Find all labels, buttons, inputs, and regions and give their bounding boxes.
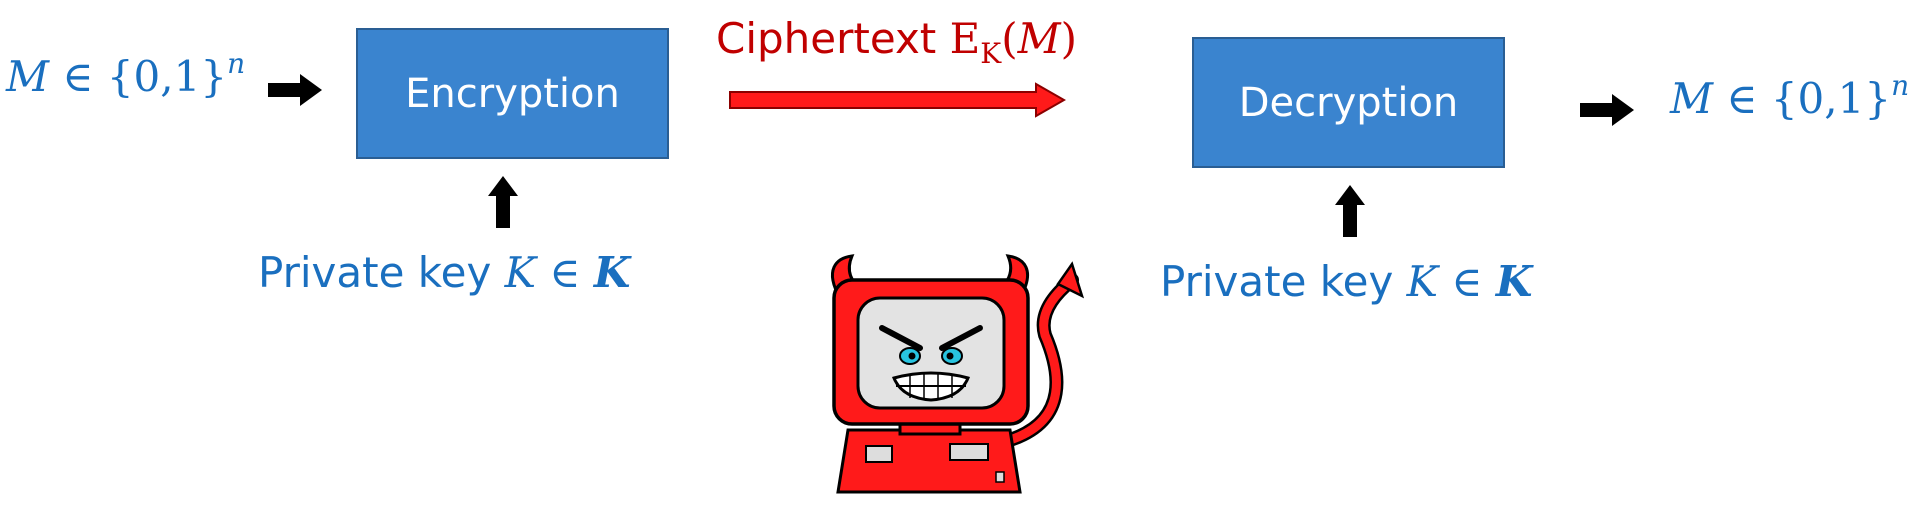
input-message: M ∈ {0,1}n <box>6 50 245 102</box>
devil-computer-icon <box>830 254 1085 494</box>
output-arrow <box>1580 94 1634 126</box>
encryption-key-symbol: K <box>504 248 537 297</box>
output-message-symbol: M <box>1670 74 1714 123</box>
encryption-key-arrow <box>488 176 518 228</box>
input-message-symbol: M <box>6 52 50 101</box>
encryption-key-text: Private key <box>258 248 505 297</box>
encryption-key-label: Private key K ∈ K <box>258 248 630 297</box>
encryption-key-set: K <box>593 248 631 297</box>
output-message: M ∈ {0,1}n <box>1670 72 1909 124</box>
output-message-exponent: n <box>1891 69 1910 102</box>
decryption-key-arrow <box>1335 185 1365 237</box>
decryption-key-set: K <box>1495 257 1533 306</box>
ciphertext-arg: M <box>1017 14 1061 63</box>
input-arrow <box>268 74 322 106</box>
encryption-key-relation: ∈ <box>536 248 594 297</box>
ciphertext-close: ) <box>1060 14 1078 63</box>
decryption-key-text: Private key <box>1160 257 1407 306</box>
encryption-label: Encryption <box>405 70 620 117</box>
input-message-exponent: n <box>227 47 246 80</box>
decryption-key-symbol: K <box>1406 257 1439 306</box>
output-message-relation: ∈ {0,1} <box>1726 74 1892 123</box>
ciphertext-subscript: K <box>980 37 1002 70</box>
decryption-box: Decryption <box>1192 37 1505 168</box>
ciphertext-function: E <box>949 14 981 63</box>
ciphertext-open: ( <box>1001 14 1018 63</box>
ciphertext-text: Ciphertext <box>716 14 950 63</box>
decryption-label: Decryption <box>1238 79 1459 126</box>
input-message-relation: ∈ {0,1} <box>62 52 228 101</box>
encryption-box: Encryption <box>356 28 669 159</box>
ciphertext-label: Ciphertext EK(M) <box>716 14 1078 68</box>
decryption-key-relation: ∈ <box>1438 257 1496 306</box>
decryption-key-label: Private key K ∈ K <box>1160 257 1532 306</box>
ciphertext-arrow <box>729 82 1067 118</box>
